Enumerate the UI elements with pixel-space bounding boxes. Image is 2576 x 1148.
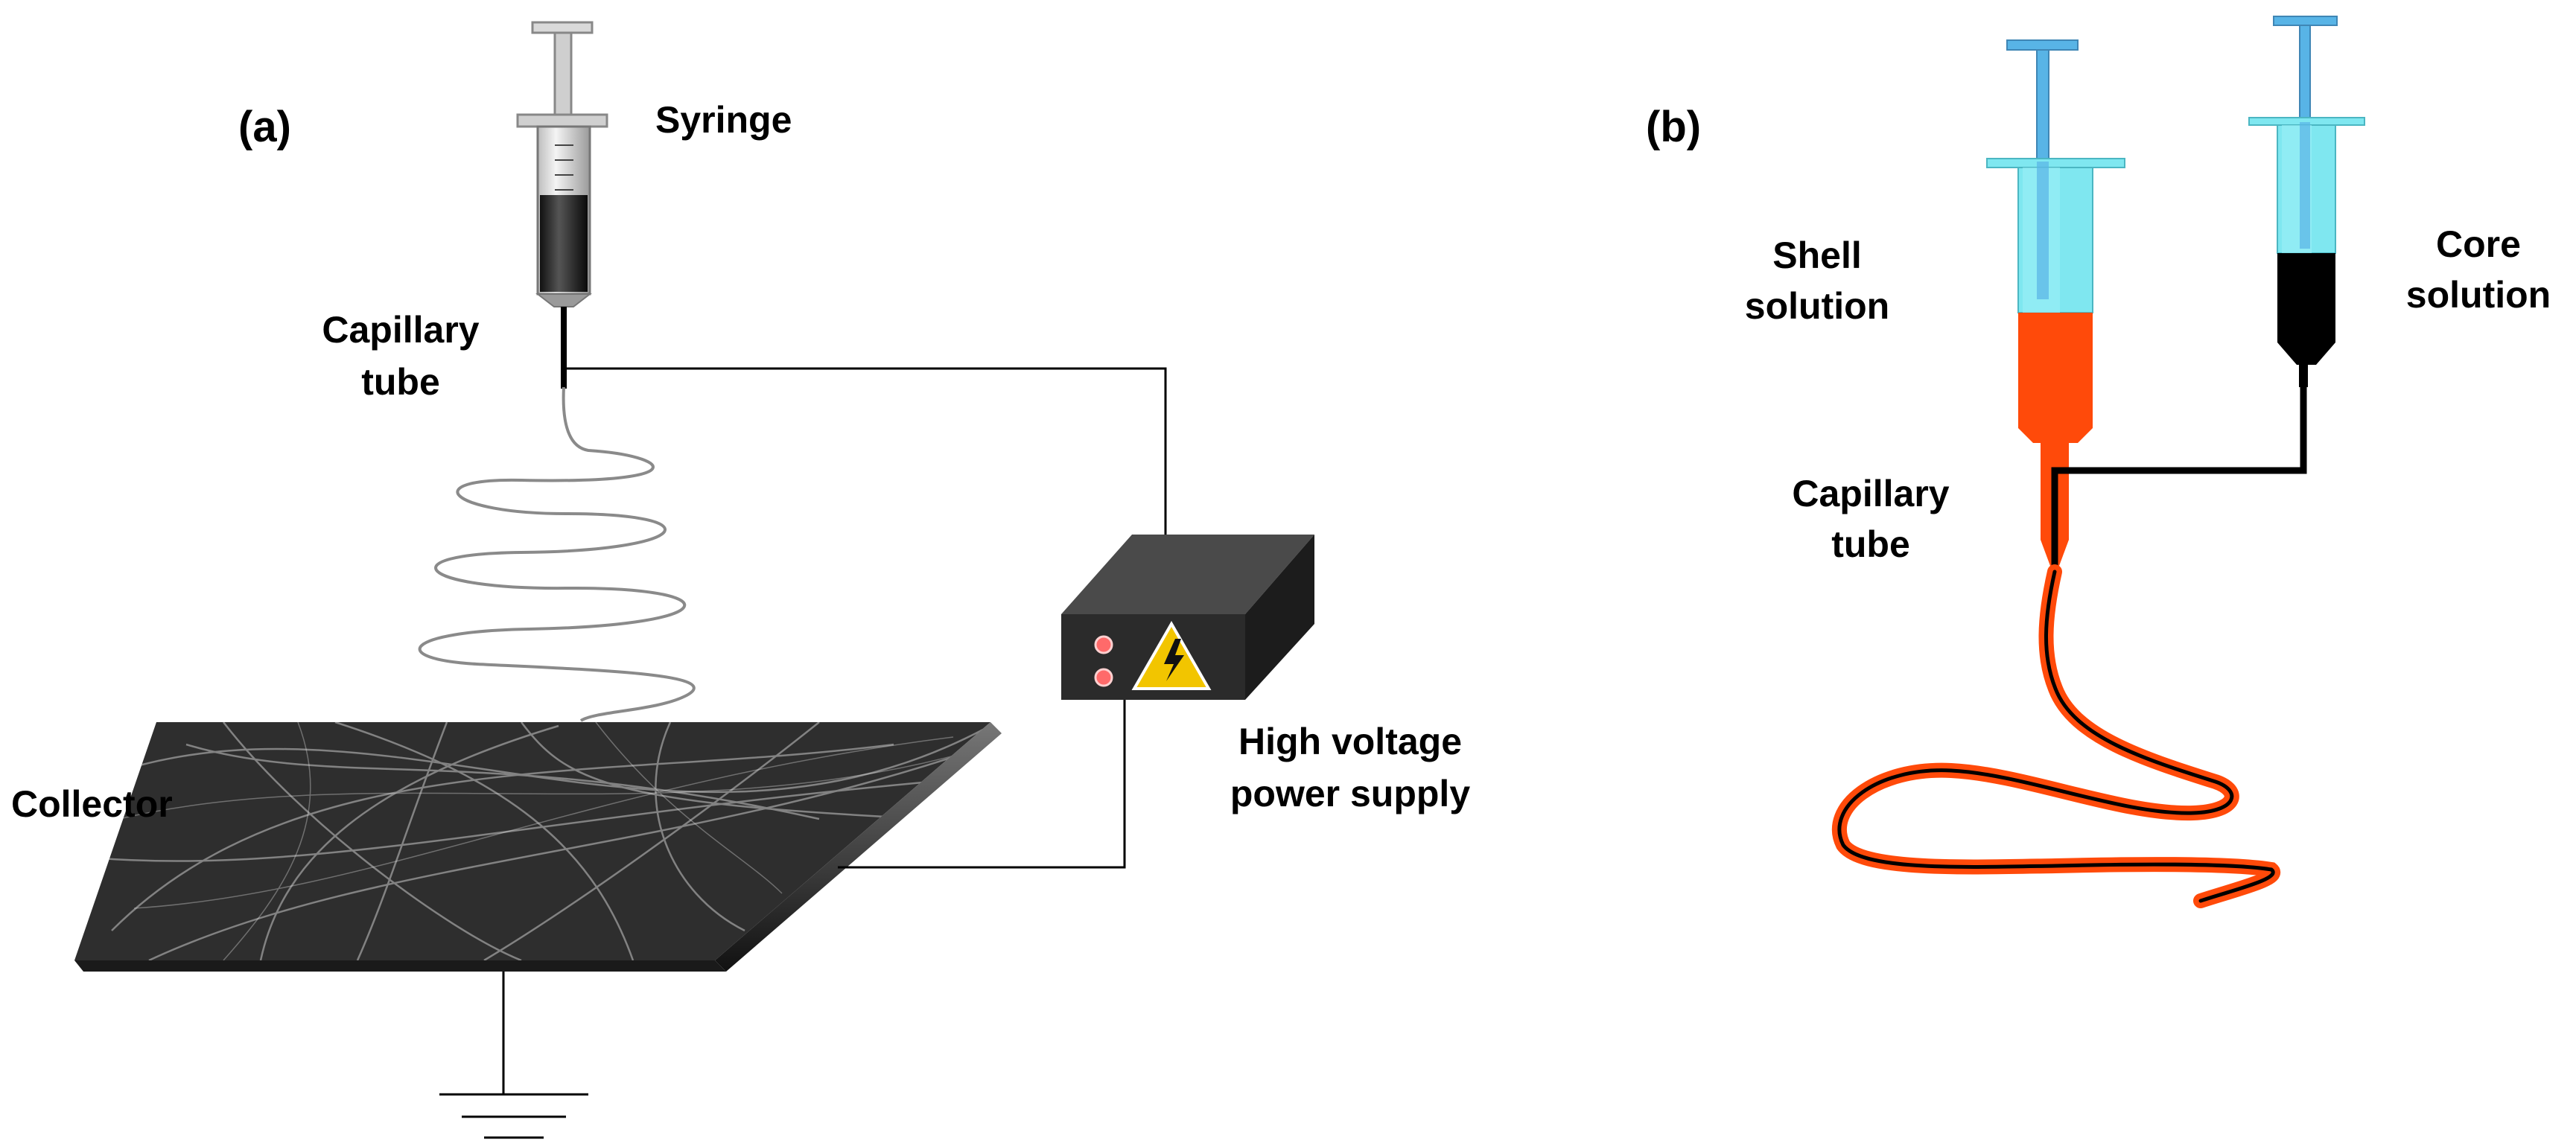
indicator-light-icon [1094,635,1113,654]
high-voltage-warning-icon [1131,620,1212,690]
shell-syringe [1986,39,2125,566]
collector-plate [74,722,1002,972]
capillary-label-b-line2: tube [1831,523,1910,565]
core-shell-fiber [1831,564,2281,908]
capillary-label-b-line1: Capillary [1792,473,1949,514]
wire-supply-to-collector [838,700,1126,869]
core-syringe [2248,16,2365,387]
collector-label: Collector [11,783,173,825]
ground-symbol-icon [439,972,588,1139]
power-label-line2: power supply [1230,773,1470,814]
capillary-label-a-line2: tube [361,361,440,403]
core-label-line2: solution [2406,274,2551,316]
shell-label-line1: Shell [1772,235,1861,276]
panel-a-tag: (a) [238,103,291,151]
indicator-light-icon [1094,668,1113,687]
syringe-icon [516,21,608,389]
wire-needle-to-supply [567,367,1167,536]
power-label-line1: High voltage [1238,721,1462,762]
high-voltage-power-supply [1061,535,1314,700]
core-feed-line [2051,383,2307,570]
shell-label-line2: solution [1745,285,1889,327]
polymer-jet [418,386,696,722]
capillary-label-a-line1: Capillary [322,309,479,351]
core-label-line1: Core [2436,223,2521,265]
panel-b-tag: (b) [1646,103,1701,151]
syringe-label: Syringe [655,99,792,141]
